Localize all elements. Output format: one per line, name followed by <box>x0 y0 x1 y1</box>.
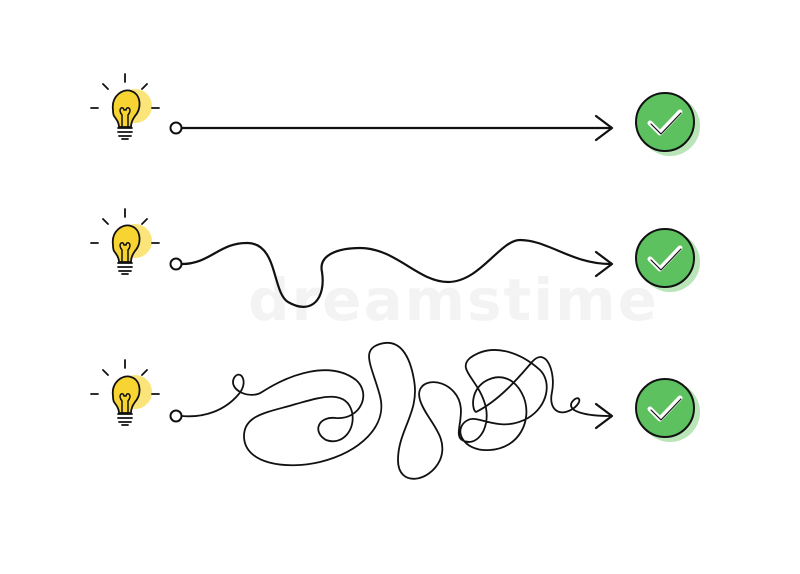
tangled-path <box>181 341 611 480</box>
path-start-node <box>169 257 183 271</box>
lightbulb-icon <box>90 73 160 140</box>
wavy-path <box>180 238 612 308</box>
check-circle-icon <box>636 379 700 442</box>
check-circle-icon <box>636 93 700 156</box>
row-tangled <box>90 341 700 480</box>
row-wavy <box>90 208 700 308</box>
arrowhead-icon <box>594 402 614 430</box>
path-start-node <box>169 409 183 423</box>
path-start-node <box>169 121 183 135</box>
row-straight <box>90 73 700 156</box>
lightbulb-icon <box>90 359 160 426</box>
arrowhead-icon <box>594 250 614 278</box>
arrowhead-icon <box>594 114 614 142</box>
lightbulb-icon <box>90 208 160 275</box>
